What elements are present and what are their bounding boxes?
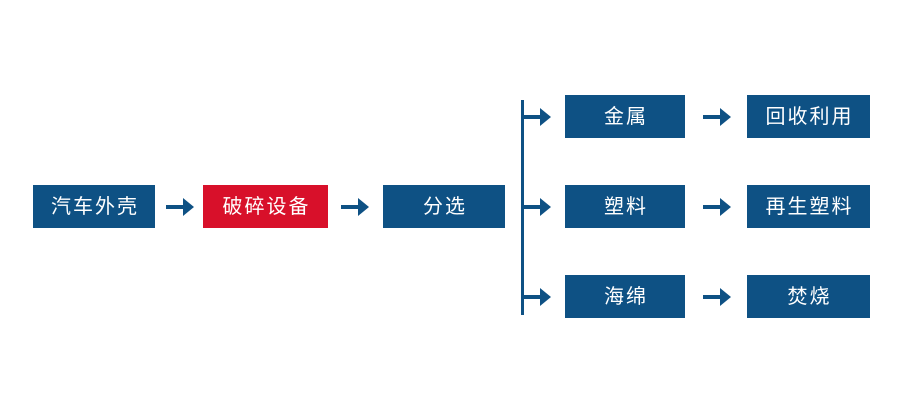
arrow-right-icon <box>341 198 369 216</box>
branch-connector-line <box>521 100 524 315</box>
arrow-right-icon <box>523 108 551 126</box>
arrow-stem <box>703 115 722 119</box>
arrow-head <box>358 198 369 216</box>
flow-node-crushing-equipment: 破碎设备 <box>203 185 328 228</box>
arrow-stem <box>703 295 722 299</box>
arrow-stem <box>703 205 722 209</box>
arrow-right-icon <box>703 108 731 126</box>
arrow-stem <box>341 205 360 209</box>
arrow-right-icon <box>703 288 731 306</box>
arrow-stem <box>166 205 185 209</box>
arrow-head <box>540 108 551 126</box>
flow-node-sorting: 分选 <box>383 185 505 228</box>
arrow-head <box>720 198 731 216</box>
branch-node-plastic: 塑料 <box>565 185 685 228</box>
arrow-head <box>540 288 551 306</box>
arrow-head <box>540 198 551 216</box>
outcome-node-incineration: 焚烧 <box>747 275 870 318</box>
arrow-right-icon <box>703 198 731 216</box>
branch-node-sponge: 海绵 <box>565 275 685 318</box>
branch-node-metal: 金属 <box>565 95 685 138</box>
arrow-right-icon <box>523 288 551 306</box>
arrow-stem <box>523 295 542 299</box>
flow-node-car-shell: 汽车外壳 <box>33 185 155 228</box>
outcome-node-recycled-plastic: 再生塑料 <box>747 185 870 228</box>
arrow-right-icon <box>166 198 194 216</box>
arrow-head <box>183 198 194 216</box>
arrow-right-icon <box>523 198 551 216</box>
outcome-node-recycling: 回收利用 <box>747 95 870 138</box>
arrow-stem <box>523 115 542 119</box>
arrow-head <box>720 108 731 126</box>
arrow-stem <box>523 205 542 209</box>
arrow-head <box>720 288 731 306</box>
